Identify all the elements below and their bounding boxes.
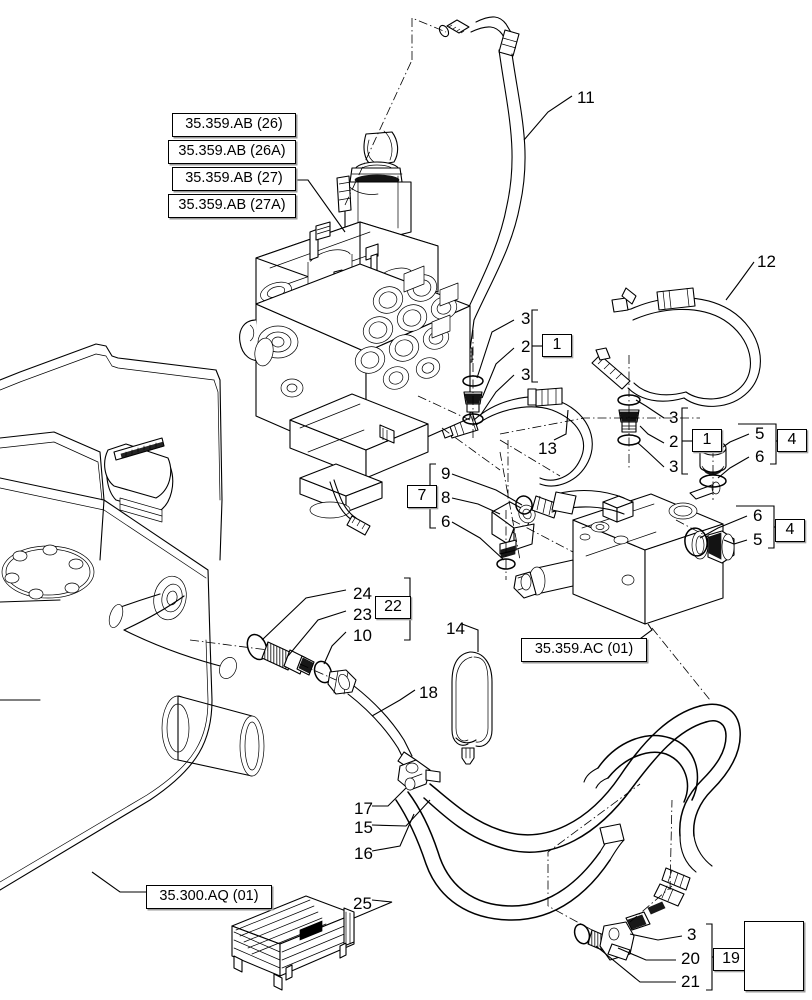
hose-15-upper-arm (583, 734, 699, 803)
hose-12 (591, 287, 761, 407)
callout-group1-2: 2 (521, 337, 531, 356)
assembly-axis-lines (189, 17, 714, 931)
reference-box-35-359-ab-27a[interactable]: 35.359.AB (27A) (168, 194, 296, 218)
hose-clamp-bracket-14 (451, 651, 493, 765)
hydraulic-reservoir-tank (0, 343, 265, 891)
callout-group1b-2: 2 (669, 432, 679, 451)
callout-group19-20: 20 (681, 949, 700, 968)
tank-side-port (108, 575, 237, 679)
reference-box-35-359-ab-27[interactable]: 35.359.AB (27) (172, 167, 296, 191)
tank-suction-neck (161, 695, 265, 777)
callout-16: 16 (354, 844, 373, 863)
reference-box-35-359-ab-26[interactable]: 35.359.AB (26) (172, 113, 296, 137)
callout-24: 24 (353, 584, 372, 603)
drain-tube-18 (347, 685, 441, 791)
tank-fitting-assembly-22 (246, 633, 357, 695)
tank-flange-plate (1, 544, 95, 600)
callout-17: 17 (354, 799, 373, 818)
callout-group1b-3-upper: 3 (669, 408, 679, 427)
group-box-4-lower[interactable]: 4 (775, 519, 805, 542)
hydraulic-control-valve (239, 130, 471, 536)
callout-25: 25 (353, 894, 372, 913)
callout-12: 12 (757, 252, 776, 271)
callout-group19-21: 21 (681, 972, 700, 991)
callout-group4b-5: 5 (753, 530, 763, 549)
hose-15-suction (423, 703, 741, 907)
reference-box-35-359-ab-26a[interactable]: 35.359.AB (26A) (168, 140, 296, 164)
callout-group4b-6: 6 (753, 506, 763, 525)
callout-group7-8: 8 (441, 488, 451, 507)
group-box-1-right[interactable]: 1 (692, 429, 722, 452)
elbow-fitting-assembly-19 (573, 901, 666, 961)
callout-11: 11 (577, 88, 595, 107)
tank-filler-cap (104, 437, 174, 523)
callout-15: 15 (354, 818, 373, 837)
elbow-fitting-assembly-7 (491, 490, 625, 570)
callout-14: 14 (446, 619, 465, 638)
callout-group4a-5: 5 (755, 424, 765, 443)
callout-group7-6: 6 (441, 512, 451, 531)
group-box-4-upper[interactable]: 4 (777, 429, 807, 452)
callout-group4a-6: 6 (755, 447, 765, 466)
callout-13: 13 (538, 439, 557, 458)
shipping-crate-25 (231, 895, 355, 991)
reference-box-35-359-ac-01[interactable]: 35.359.AC (01) (521, 638, 647, 662)
callout-group7-9: 9 (441, 464, 451, 483)
group-box-19[interactable]: 19 (713, 948, 749, 971)
hose-16-return (395, 791, 625, 921)
direction-arrow-symbol-box (744, 921, 804, 991)
reference-box-35-300-aq-01[interactable]: 35.300.AQ (01) (146, 885, 272, 909)
callout-group1b-3-lower: 3 (669, 457, 679, 476)
group-box-22[interactable]: 22 (375, 596, 411, 619)
callout-10: 10 (353, 626, 372, 645)
callout-group19-3: 3 (687, 925, 697, 944)
callout-group1-3-lower: 3 (521, 365, 531, 384)
callout-18: 18 (419, 683, 438, 702)
callout-23: 23 (353, 605, 372, 624)
group-box-1-left[interactable]: 1 (542, 334, 572, 357)
group-box-7[interactable]: 7 (407, 485, 437, 508)
callout-group1-3-upper: 3 (521, 309, 531, 328)
